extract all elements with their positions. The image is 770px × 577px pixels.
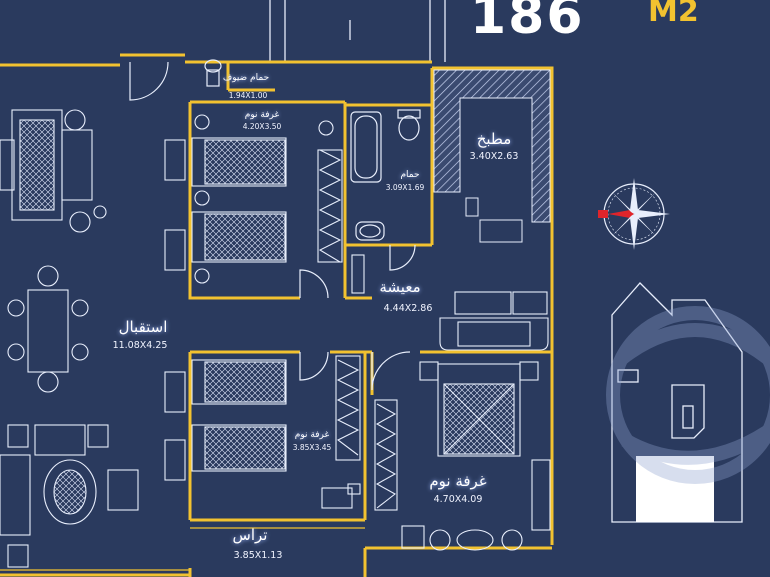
bedroom-mid-dims: 3.85X3.45	[292, 443, 332, 452]
reception-dims: 11.08X4.25	[112, 340, 168, 351]
doors	[129, 61, 416, 391]
bedroom-top-dims: 4.20X3.50	[242, 122, 282, 131]
guest-wc-name: حمام ضيوف	[222, 73, 270, 83]
terrace-dims: 3.85X1.13	[233, 550, 283, 561]
walls	[0, 53, 554, 577]
bathroom-dims: 3.09X1.69	[385, 183, 425, 192]
reception-name: استقبال	[118, 318, 168, 336]
terrace-name: تراس	[232, 526, 268, 544]
bedroom-top-furniture	[164, 114, 343, 284]
master-bedroom-name: غرفة نوم	[429, 472, 487, 490]
building-outline-top	[269, 0, 446, 62]
bathroom-fixtures	[204, 59, 421, 241]
area-value: 186	[470, 0, 585, 46]
reception-furniture	[0, 109, 139, 568]
compass-icon	[598, 178, 670, 250]
bedroom-mid-furniture	[164, 355, 361, 509]
kitchen-counter	[433, 69, 551, 243]
kitchen-dims: 3.40X2.63	[469, 151, 519, 162]
kitchen-name: مطبخ	[476, 130, 512, 148]
master-bedroom-dims: 4.70X4.09	[433, 494, 483, 505]
area-unit: M2	[648, 0, 699, 29]
bedroom-mid-name: غرفة نوم	[294, 430, 330, 440]
bedroom-top-name: غرفة نوم	[244, 110, 280, 120]
site-key-plan-icon	[611, 282, 743, 523]
guest-wc-dims: 1.94X1.00	[228, 91, 268, 100]
living-dims: 4.44X2.86	[383, 303, 433, 314]
logo-watermark-icon	[606, 306, 770, 484]
master-bedroom-furniture	[374, 361, 551, 551]
living-furniture	[351, 254, 549, 351]
bathroom-name: حمام	[400, 170, 420, 180]
living-name: معيشة	[379, 278, 421, 296]
